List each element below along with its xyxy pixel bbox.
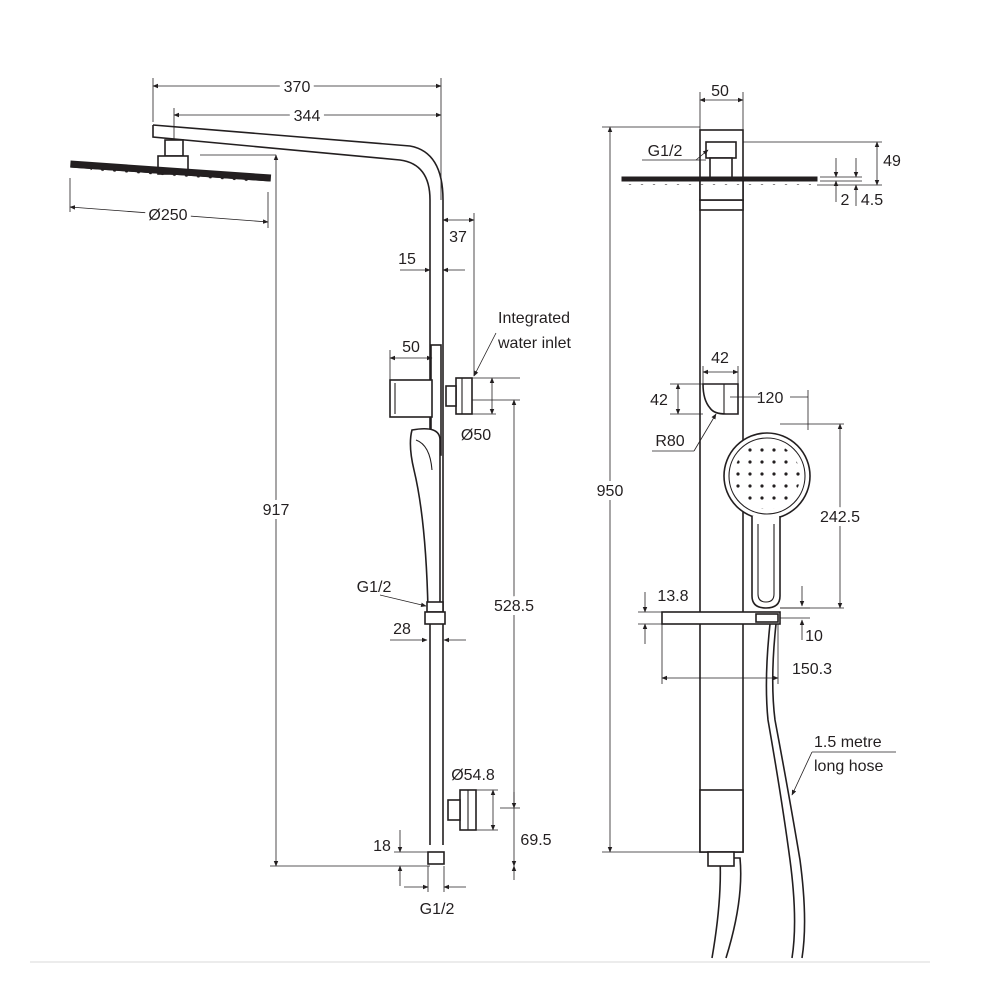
left-side-view <box>70 124 477 865</box>
dim-bracket-width-right: 42 <box>711 350 729 367</box>
dim-overall-height-right: 950 <box>597 483 624 500</box>
dim-offset-37: 37 <box>449 229 467 246</box>
dim-outlet-to-base: 69.5 <box>520 832 551 849</box>
dim-bracket-radius: R80 <box>655 433 684 450</box>
hand-shower-bracket <box>389 379 433 418</box>
dim-arm-reach: 344 <box>294 108 321 125</box>
dim-head-thin: 2 <box>841 192 850 209</box>
note-integrated-inlet-1: Integrated <box>498 310 570 327</box>
note-hose-1: 1.5 metre <box>814 734 882 751</box>
dim-offset-15: 15 <box>398 251 416 268</box>
note-integrated-inlet-2: water inlet <box>497 335 571 352</box>
head-connector <box>164 139 184 157</box>
dim-head-diameter: Ø250 <box>148 207 187 224</box>
base-connector <box>427 851 445 865</box>
left-dimensions: 370 344 Ø250 37 15 50 Ø50 Integrated wat… <box>69 75 571 918</box>
front-view <box>621 129 818 959</box>
dim-handpiece-connection: G1/2 <box>357 579 392 596</box>
water-inlet <box>455 377 473 415</box>
dim-arm-length: 370 <box>284 79 311 96</box>
dim-shelf-gap: 10 <box>805 628 823 645</box>
dim-base-height: 18 <box>373 838 391 855</box>
dim-base-connection: G1/2 <box>420 901 455 918</box>
shower-arm <box>152 124 444 845</box>
dim-outlet-diameter: Ø54.8 <box>451 767 495 784</box>
bracket-front <box>702 383 739 415</box>
dim-shelf-length: 150.3 <box>792 661 832 678</box>
dim-head-connection: G1/2 <box>648 143 683 160</box>
dim-inlet-to-base: 528.5 <box>494 598 534 615</box>
hand-shower-side <box>409 427 441 611</box>
dim-overall-height-left: 917 <box>263 502 290 519</box>
dim-rail-width-left: 28 <box>393 621 411 638</box>
dim-inlet-diameter: Ø50 <box>461 427 491 444</box>
dim-bracket-height: 42 <box>650 392 668 409</box>
dim-bracket-width: 50 <box>402 339 420 356</box>
hand-shower-handle <box>751 516 781 609</box>
overhead-shower-head <box>70 160 272 186</box>
dim-shelf-thickness: 13.8 <box>657 588 688 605</box>
dim-rail-width-right: 50 <box>711 83 729 100</box>
right-dimensions: 50 G1/2 49 2 4.5 950 42 42 <box>593 83 901 853</box>
dim-head-height: 49 <box>883 153 901 170</box>
dim-handpiece-length: 242.5 <box>820 509 860 526</box>
dim-handpiece-diameter: 120 <box>757 390 784 407</box>
note-hose-2: long hose <box>814 758 883 775</box>
overhead-head-front <box>621 176 818 182</box>
dim-head-thick: 4.5 <box>861 192 883 209</box>
